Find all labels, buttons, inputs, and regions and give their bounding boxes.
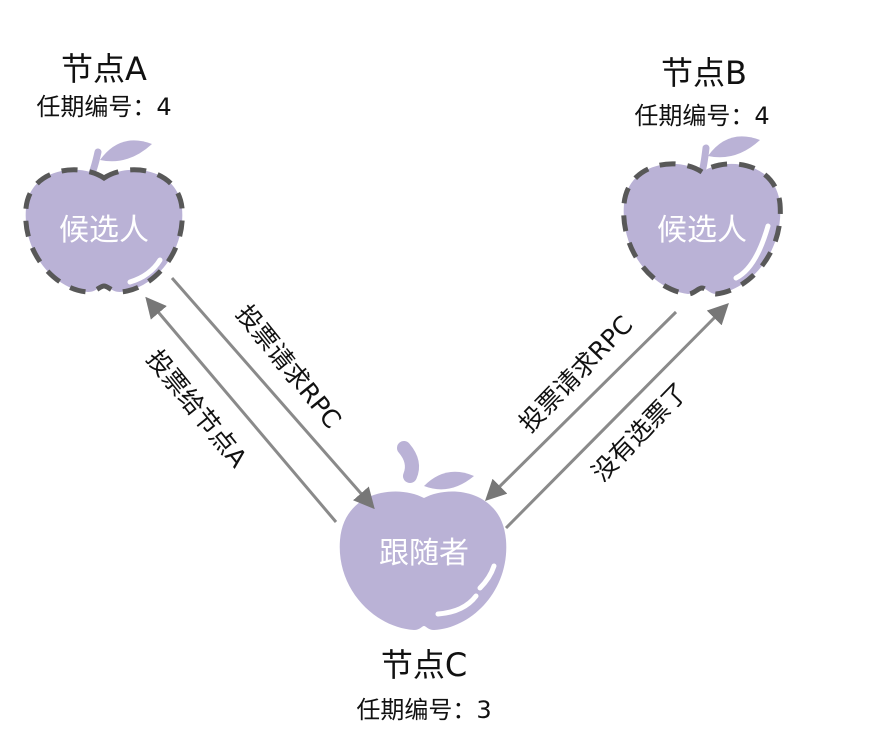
node-a: 节点A 任期编号：4 候选人 bbox=[23, 50, 185, 295]
edge-a-to-c-label: 投票请求RPC bbox=[230, 299, 347, 434]
arrow-c-to-a bbox=[145, 296, 338, 523]
node-a-title: 节点A bbox=[61, 50, 147, 88]
apple-icon bbox=[621, 136, 783, 297]
candidate-dashed-ring bbox=[621, 161, 783, 297]
node-c-role: 跟随者 bbox=[379, 536, 469, 571]
node-b-term: 任期编号：4 bbox=[634, 102, 769, 130]
arrow-c-to-b bbox=[504, 303, 729, 530]
node-b-role: 候选人 bbox=[657, 213, 747, 248]
node-b: 节点B 任期编号：4 候选人 bbox=[621, 54, 783, 297]
candidate-dashed-ring bbox=[23, 167, 185, 295]
node-a-term: 任期编号：4 bbox=[36, 93, 171, 121]
node-b-title: 节点B bbox=[661, 54, 747, 92]
apple-icon bbox=[23, 140, 185, 295]
arrow-b-to-c bbox=[485, 310, 678, 501]
node-c-title: 节点C bbox=[381, 646, 467, 684]
edge-c-to-a-label: 投票给节点A bbox=[141, 344, 253, 473]
node-a-role: 候选人 bbox=[59, 213, 149, 248]
arrow-a-to-c bbox=[170, 277, 375, 510]
node-c: 节点C 任期编号：3 跟随者 bbox=[339, 441, 507, 724]
edge-b-to-c-label: 投票请求RPC bbox=[513, 310, 638, 438]
node-c-term: 任期编号：3 bbox=[356, 696, 491, 724]
apple-icon bbox=[339, 441, 507, 630]
